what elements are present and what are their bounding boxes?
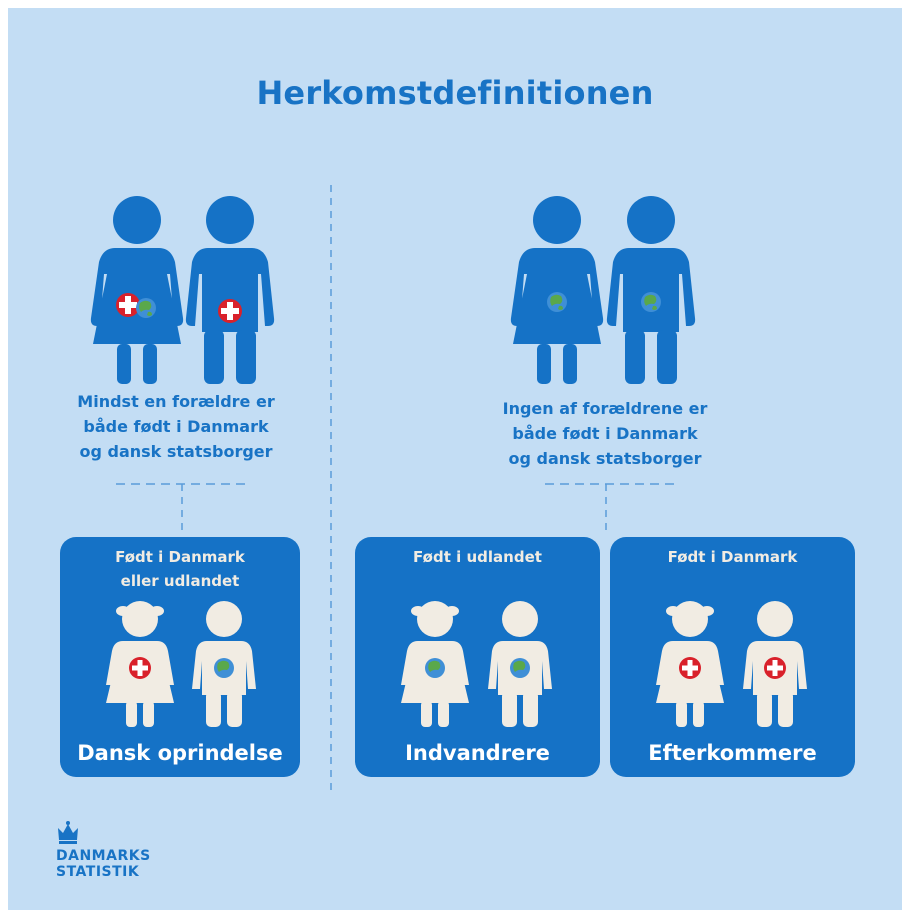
boy-icon [192, 601, 256, 727]
right-line-2: både født i Danmark [512, 424, 698, 443]
left-woman-globe-icon [136, 298, 156, 318]
indvandrere-box: Født i udlandet Indvandrere [355, 537, 600, 777]
boy-icon [488, 601, 552, 727]
girl-icon [106, 601, 174, 727]
right-man-icon [606, 196, 696, 384]
dansk-oprindelse-box: Født i Danmark eller udlandet Dansk opr [60, 537, 300, 777]
page-title: Herkomstdefinitionen [256, 74, 654, 112]
dansk-children-icons [106, 601, 256, 727]
efterkommere-box: Født i Danmark Efterkommere [610, 537, 855, 777]
logo-line-1: DANMARKS [56, 848, 151, 864]
left-woman-icon [90, 196, 184, 384]
left-description: Mindst en forældre er både født i Danmar… [26, 389, 326, 464]
girl-icon [401, 601, 469, 727]
efter-box-label: Efterkommere [648, 741, 817, 765]
logo-text: DANMARKS STATISTIK [56, 848, 151, 880]
dansk-box-heading-line-2: eller udlandet [120, 572, 240, 590]
crown-icon [58, 821, 78, 844]
right-line-3: og dansk statsborger [508, 449, 702, 468]
indvandrere-children-icons [401, 601, 552, 727]
efter-box-heading: Født i Danmark [610, 545, 855, 569]
right-line-1: Ingen af forældrene er [502, 399, 708, 418]
left-line-1: Mindst en forældre er [77, 392, 275, 411]
indv-box-heading: Født i udlandet [355, 545, 600, 569]
right-woman-icon [510, 196, 604, 384]
dansk-box-label: Dansk oprindelse [77, 741, 283, 765]
left-line-2: både født i Danmark [83, 417, 269, 436]
boy-icon [743, 601, 807, 727]
indv-box-heading-line-1: Født i udlandet [413, 548, 542, 566]
right-description: Ingen af forældrene er både født i Danma… [455, 396, 755, 471]
indv-box-label: Indvandrere [405, 741, 550, 765]
efter-box-heading-line-1: Født i Danmark [667, 548, 798, 566]
left-woman-flag-icon [116, 293, 140, 317]
dansk-box-heading-line-1: Født i Danmark [115, 548, 245, 566]
dansk-box-heading: Født i Danmark eller udlandet [60, 545, 300, 593]
left-man-icon [185, 196, 275, 384]
girl-icon [656, 601, 724, 727]
logo-line-2: STATISTIK [56, 864, 140, 880]
right-man-globe-icon [641, 292, 661, 312]
right-woman-globe-icon [547, 292, 567, 312]
left-line-3: og dansk statsborger [79, 442, 273, 461]
left-man-flag-icon [218, 299, 242, 323]
efterkommere-children-icons [656, 601, 807, 727]
